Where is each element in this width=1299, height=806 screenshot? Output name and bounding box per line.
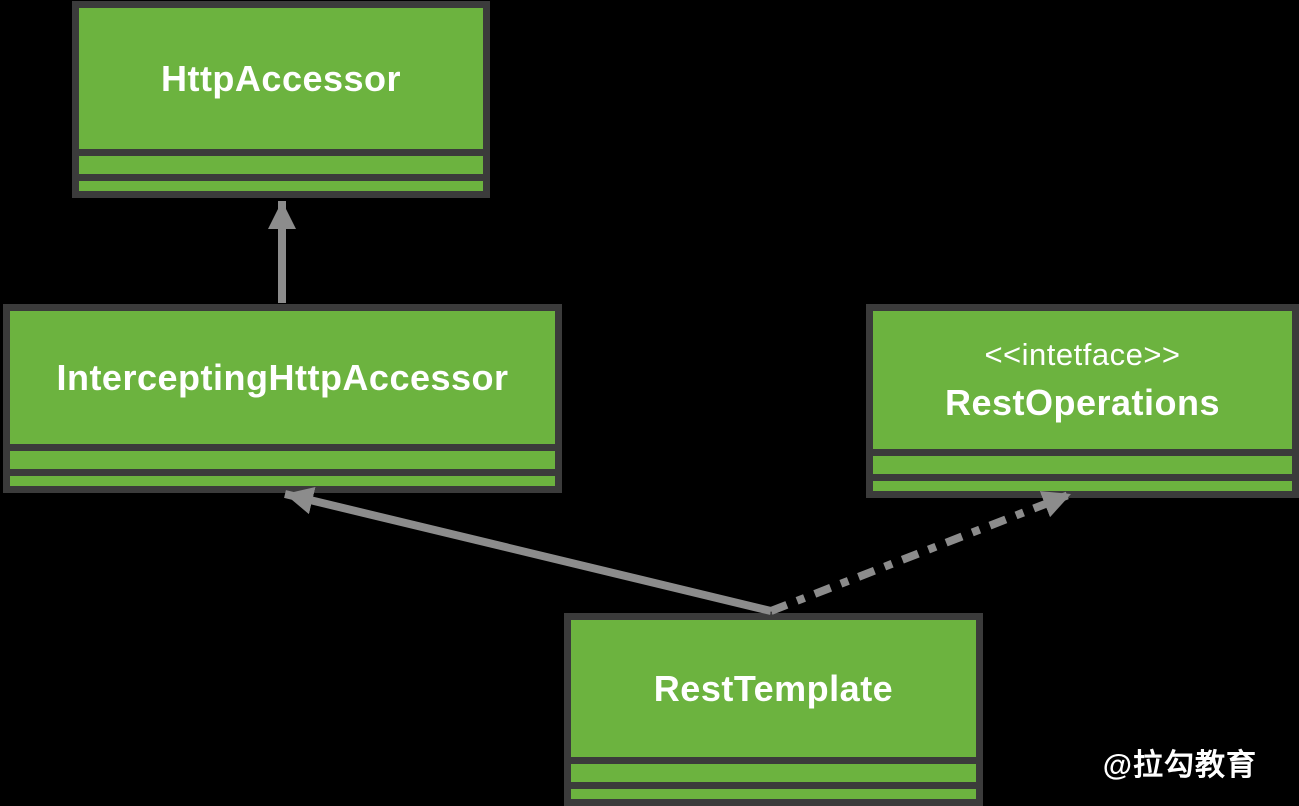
class-title-compartment: HttpAccessor [79,8,483,149]
class-box-interceptinghttpaccessor: InterceptingHttpAccessor [3,304,562,493]
class-name: RestOperations [944,381,1221,423]
methods-compartment [79,174,483,191]
generalization-arrow-resttemplate-to-intercepting [284,486,772,615]
methods-compartment [10,469,555,486]
class-name: InterceptingHttpAccessor [56,356,509,398]
class-box-httpaccessor: HttpAccessor [72,1,490,198]
class-name: HttpAccessor [160,57,402,99]
fields-compartment [79,149,483,174]
fields-compartment [10,444,555,469]
interface-box-restoperations: <<intetface>> RestOperations [866,304,1299,498]
class-title-compartment: <<intetface>> RestOperations [873,311,1292,449]
methods-compartment [873,474,1292,491]
watermark: @拉勾教育 [1102,749,1257,782]
class-name: RestTemplate [653,667,894,709]
class-title-compartment: InterceptingHttpAccessor [10,311,555,444]
realization-arrow-resttemplate-to-restoperations [769,490,1073,615]
interface-stereotype-label: <<intetface>> [984,336,1181,372]
class-box-resttemplate: RestTemplate [564,613,983,806]
fields-compartment [873,449,1292,474]
fields-compartment [571,757,976,782]
methods-compartment [571,782,976,799]
class-title-compartment: RestTemplate [571,620,976,757]
